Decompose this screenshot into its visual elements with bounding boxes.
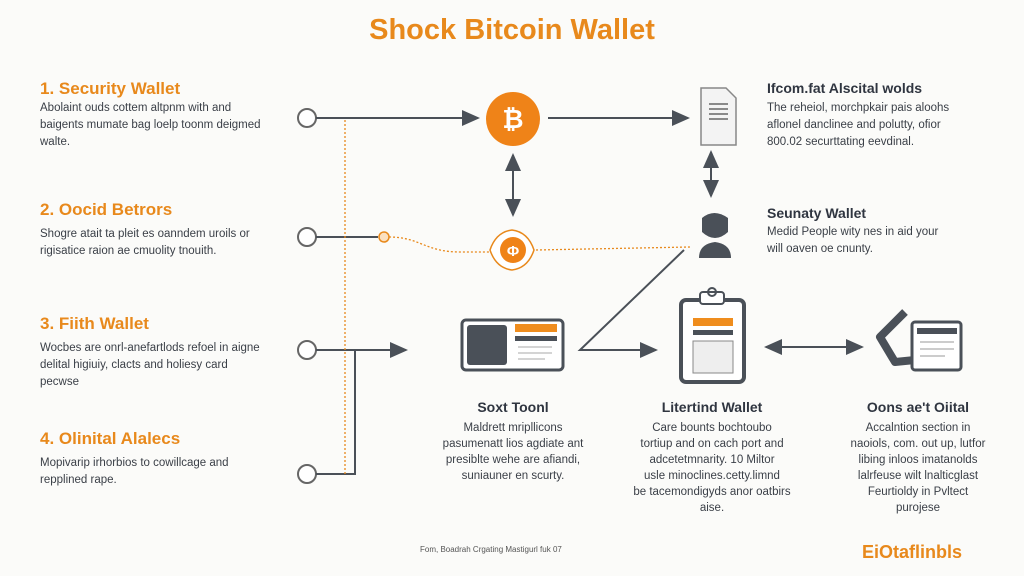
body-line: Abolaint ouds cottem altpnm with and	[40, 102, 232, 114]
body-line: repplined rape.	[40, 474, 117, 486]
body-line: 800.02 securttating eevdinal.	[767, 136, 915, 148]
branch-arrow	[577, 249, 685, 358]
caption-body: Maldrett mripllicons pasumenatt lios agd…	[413, 420, 613, 484]
body-line: The reheiol, morchpkair pais aloohs	[767, 102, 950, 114]
user-icon	[699, 213, 731, 258]
body-line: Shogre atait ta pleit es oanndem uroils …	[40, 228, 250, 240]
footer-text: Fom, Boadrah Crgating Mastigurl fuk 07	[420, 545, 562, 554]
linked-card-icon	[876, 309, 963, 372]
body-line: lalrfeuse wilt lnalticglast	[857, 470, 979, 482]
bitcoin-icon: ₿	[486, 92, 540, 146]
body-line: pecwse	[40, 376, 79, 388]
body-line: tortiup and on cach port and	[640, 438, 784, 450]
section-heading: 1. Security Wallet	[40, 79, 181, 98]
svg-text:₿: ₿	[502, 104, 523, 134]
body-line: Feurtioldy in Pvltect	[867, 486, 969, 498]
body-line: delital higiuiy, clacts and holiesy card	[40, 359, 228, 371]
small-node-icon	[378, 231, 390, 243]
line-4	[316, 350, 356, 475]
body-line: rigisatice raion ae cmuolity tnouith.	[40, 245, 217, 257]
body-line: suniauner en scurty.	[461, 470, 565, 482]
body-line: Maldrett mripllicons	[463, 422, 563, 434]
body-line: adcetetmnarity. 10 Miltor	[649, 454, 775, 466]
dotted-curve	[388, 236, 490, 253]
body-line: aise.	[699, 502, 725, 514]
section-heading: 4. Olinital Alalecs	[40, 429, 181, 448]
body-line: will oaven oe cnunty.	[767, 243, 873, 255]
body-line: be tacemondigyds anor oatbirs	[633, 486, 791, 498]
node-circle-3[interactable]	[297, 340, 317, 360]
body-line: pasumenatt lios agdiate ant	[442, 438, 584, 450]
caption-body: Care bounts bochtoubo tortiup and on cac…	[612, 420, 812, 516]
body-line: Mopivarip irhorbios to cowillcage and	[40, 457, 229, 469]
section-body: Shogre atait ta pleit es oanndem uroils …	[40, 226, 285, 260]
right-body: Medid People wity nes in aid your will o…	[767, 224, 987, 258]
body-line: baigents mumate bag loelp toonm deigmed	[40, 119, 261, 131]
svg-text:Φ: Φ	[507, 243, 519, 260]
right-heading: Ifcom.fat Alscital wolds	[767, 80, 923, 96]
node-circle-4[interactable]	[297, 464, 317, 484]
brand-logo: EiOtaflinbls	[862, 542, 963, 562]
document-icon	[700, 87, 737, 146]
section-body: Abolaint ouds cottem altpnm with and bai…	[40, 100, 285, 151]
node-circle-2[interactable]	[297, 227, 317, 247]
body-line: Care bounts bochtoubo	[652, 422, 772, 434]
body-line: Accalntion section in	[865, 422, 971, 434]
body-line: Medid People wity nes in aid your	[767, 226, 939, 238]
section-heading: 3. Fiith Wallet	[40, 314, 149, 333]
wallet-card-icon	[460, 318, 565, 372]
clipboard-wallet-icon	[679, 287, 746, 384]
right-heading: Seunaty Wallet	[767, 205, 867, 221]
section-body: Wocbes are onrl-anefartlods refoel in ai…	[40, 340, 285, 391]
section-body: Mopivarip irhorbios to cowillcage and re…	[40, 455, 285, 489]
caption-heading: Oons ae't Oiital	[866, 399, 970, 415]
body-line: libing inloos imatanolds	[858, 454, 978, 466]
caption-heading: Litertind Wallet	[661, 399, 763, 415]
body-line: usle minoclines.cetty.limnd	[644, 470, 780, 482]
body-line: aflonel danclinee and polutty, ofior	[767, 119, 941, 131]
body-line: Wocbes are onrl-anefartlods refoel in ai…	[40, 342, 260, 354]
coin-badge-icon: Φ	[489, 229, 535, 271]
page-title: Shock Bitcoin Wallet	[369, 14, 655, 46]
body-line: walte.	[40, 136, 71, 148]
body-line: purojese	[895, 502, 941, 514]
caption-body: Accalntion section in naoiols, com. out …	[818, 420, 1018, 516]
right-body: The reheiol, morchpkair pais aloohs aflo…	[767, 100, 987, 151]
node-circle-1[interactable]	[297, 108, 317, 128]
section-heading: 2. Oocid Betrors	[40, 200, 173, 219]
caption-heading: Soxt Toonl	[477, 399, 549, 415]
body-line: presiblte wehe are afiandi,	[445, 454, 581, 466]
body-line: naoiols, com. out up, lutfor	[850, 438, 986, 450]
dotted-line	[535, 246, 691, 251]
